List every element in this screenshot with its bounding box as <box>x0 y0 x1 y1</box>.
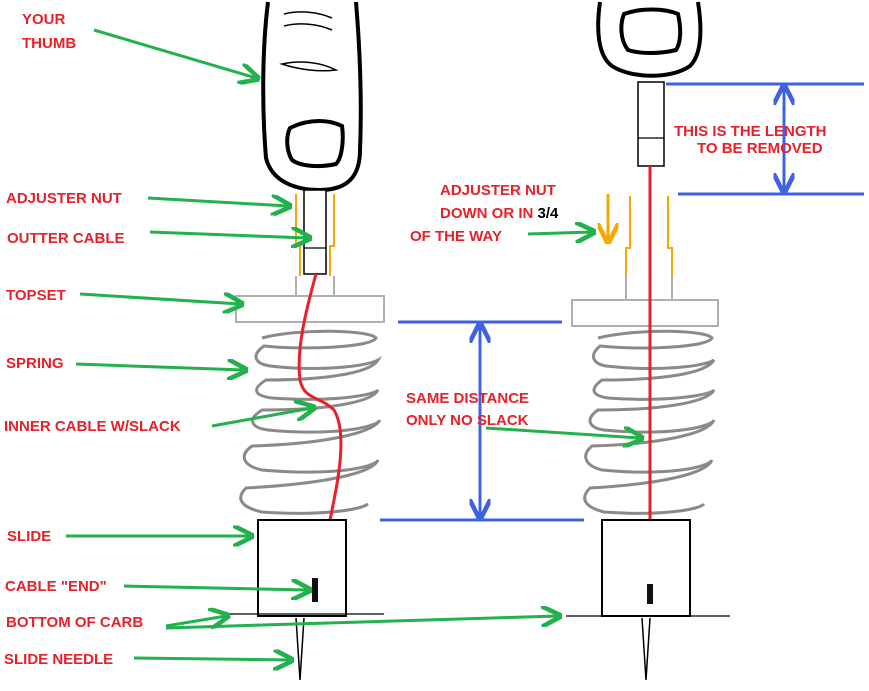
spring <box>583 329 716 515</box>
slide <box>257 519 347 617</box>
label-spring: SPRING <box>6 355 64 372</box>
adjuster-nut <box>625 196 673 276</box>
arrow-icon <box>123 586 308 590</box>
outer-cable <box>303 189 327 275</box>
label-adjuster-down-1: ADJUSTER NUT <box>440 182 556 199</box>
arrow-icon <box>147 198 288 206</box>
label-outter-cable: OUTTER CABLE <box>7 230 125 247</box>
pointer-arrows <box>66 28 640 660</box>
label-inner-cable: INNER CABLE W/SLACK <box>4 418 181 435</box>
right-assembly <box>566 1 730 681</box>
arrow-icon <box>79 294 240 304</box>
slide <box>601 519 691 617</box>
label-adjuster-down-3: OF THE WAY <box>410 228 502 245</box>
label-adjuster-down-2: DOWN OR IN 3/4 <box>440 205 559 222</box>
arrow-icon <box>527 232 592 234</box>
arrow-icon <box>211 408 312 428</box>
label-your-thumb-1: YOUR <box>22 11 66 28</box>
arrow-icon <box>485 428 640 438</box>
thumb-icon <box>261 1 363 193</box>
dimension-same-distance <box>380 320 584 522</box>
topset <box>571 276 719 327</box>
left-assembly <box>230 1 385 681</box>
arrow-icon <box>165 616 558 630</box>
label-topset: TOPSET <box>6 287 66 304</box>
label-adjuster-nut: ADJUSTER NUT <box>6 190 122 207</box>
label-length-removed-1: THIS IS THE LENGTH <box>674 123 827 140</box>
arrow-icon <box>165 616 226 626</box>
dimension-length-removed <box>666 82 864 196</box>
label-your-thumb-2: THUMB <box>22 35 76 52</box>
label-adjuster-down-2b: 3/4 <box>538 205 560 222</box>
outer-cable-removed <box>637 81 665 167</box>
arrow-icon <box>93 28 256 78</box>
slide-needle <box>295 617 305 681</box>
label-slide-needle: SLIDE NEEDLE <box>4 651 113 668</box>
spring <box>239 329 383 515</box>
label-slide: SLIDE <box>7 528 51 545</box>
label-length-removed-2: TO BE REMOVED <box>697 140 823 157</box>
label-same-distance-1: SAME DISTANCE <box>406 390 529 407</box>
arrow-icon <box>75 364 244 370</box>
arrow-icon <box>133 658 290 660</box>
label-cable-end: CABLE "END" <box>5 578 107 595</box>
cable-end <box>647 584 653 604</box>
thumb-icon <box>596 1 703 78</box>
arrow-icon <box>149 232 308 238</box>
label-bottom-of-carb: BOTTOM OF CARB <box>6 614 143 631</box>
slide-needle <box>641 617 651 681</box>
cable-end <box>312 578 318 602</box>
label-same-distance-2: ONLY NO SLACK <box>406 412 529 429</box>
labels: YOUR THUMB ADJUSTER NUT OUTTER CABLE TOP… <box>4 11 827 668</box>
label-adjuster-down-2a: DOWN OR IN <box>440 205 538 222</box>
